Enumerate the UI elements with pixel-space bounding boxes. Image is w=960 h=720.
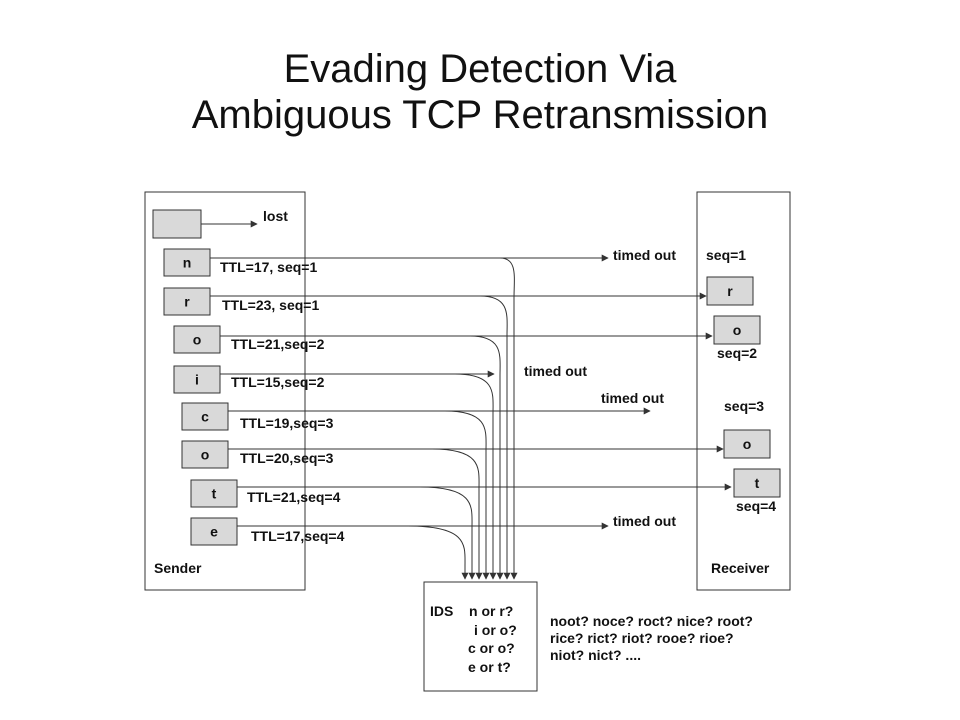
lost-label: lost bbox=[263, 208, 288, 224]
candidate-line: niot? nict? .... bbox=[550, 647, 641, 663]
ids-ambiguity-line: e or t? bbox=[468, 659, 511, 675]
ids-tap-line bbox=[469, 335, 504, 580]
ids-tap-line bbox=[499, 257, 518, 580]
receiver-seq-2: seq=2 bbox=[717, 345, 757, 361]
sender-label: Sender bbox=[154, 560, 202, 576]
packet-box bbox=[152, 209, 202, 239]
title-line-2: Ambiguous TCP Retransmission bbox=[191, 93, 769, 137]
received-packet-char: o bbox=[733, 322, 742, 338]
ids-tap-line bbox=[454, 373, 497, 580]
packet-char: i bbox=[195, 372, 199, 388]
packet-char: t bbox=[212, 486, 217, 502]
ids-tap-line bbox=[419, 486, 476, 580]
packet-ttl-label: TTL=20,seq=3 bbox=[240, 450, 334, 466]
receiver-seq-3: seq=3 bbox=[724, 398, 764, 414]
packet-char: o bbox=[201, 447, 210, 463]
packet-box bbox=[181, 402, 229, 431]
packet-char: r bbox=[184, 294, 190, 310]
received-packet-box bbox=[706, 276, 754, 306]
packet-box bbox=[163, 248, 211, 277]
receiver-seq-4: seq=4 bbox=[736, 498, 776, 514]
received-packet-box bbox=[733, 468, 781, 498]
packet-ttl-label: TTL=17,seq=4 bbox=[251, 528, 345, 544]
packet-1: n TTL=17, seq=1 timed out bbox=[163, 247, 676, 580]
candidate-line: noot? noce? roct? nice? root? bbox=[550, 613, 753, 629]
packet-box bbox=[190, 479, 238, 508]
receiver-seq-1: seq=1 bbox=[706, 247, 746, 263]
ids-label: IDS bbox=[430, 603, 453, 619]
packet-5: c TTL=19,seq=3 timed out bbox=[181, 390, 664, 580]
packet-box bbox=[190, 517, 238, 546]
packet-ttl-label: TTL=19,seq=3 bbox=[240, 415, 334, 431]
ids-ambiguity-line: c or o? bbox=[468, 640, 515, 656]
packet-box bbox=[181, 440, 229, 469]
receiver-label: Receiver bbox=[711, 560, 770, 576]
ids-tap-line bbox=[431, 448, 483, 580]
packet-ttl-label: TTL=23, seq=1 bbox=[222, 297, 319, 313]
ids-ambiguity-line: n or r? bbox=[469, 603, 513, 619]
ids-tap-line bbox=[444, 410, 490, 580]
packet-ttl-label: TTL=21,seq=2 bbox=[231, 336, 325, 352]
received-packet-box bbox=[723, 429, 771, 459]
packet-char: n bbox=[183, 255, 192, 271]
ids-ambiguity-line: i or o? bbox=[474, 622, 517, 638]
received-packet-char: r bbox=[727, 283, 733, 299]
packet-ttl-label: TTL=21,seq=4 bbox=[247, 489, 341, 505]
packet-char: o bbox=[193, 332, 202, 348]
received-packet-box bbox=[713, 315, 761, 345]
candidate-line: rice? rict? riot? rooe? rioe? bbox=[550, 630, 734, 646]
packet-4: i TTL=15,seq=2 timed out bbox=[173, 363, 587, 580]
timed-out-label: timed out bbox=[613, 247, 676, 263]
timed-out-label: timed out bbox=[613, 513, 676, 529]
ids-tap-line bbox=[407, 525, 469, 580]
candidate-reconstructions: noot? noce? roct? nice? root?rice? rict?… bbox=[550, 613, 753, 663]
packet-box bbox=[173, 365, 221, 394]
packet-char: c bbox=[201, 409, 209, 425]
title-line-1: Evading Detection Via bbox=[283, 47, 677, 91]
ids-box bbox=[423, 581, 538, 692]
packet-ttl-label: TTL=17, seq=1 bbox=[220, 259, 317, 275]
ids-ambiguity-list: n or r? i or o? c or o? e or t? bbox=[468, 603, 517, 675]
received-packet-char: o bbox=[743, 436, 752, 452]
receiver-box bbox=[696, 191, 791, 591]
ids-tap-line bbox=[479, 295, 511, 580]
timed-out-label: timed out bbox=[601, 390, 664, 406]
slide-title: Evading Detection Via Ambiguous TCP Retr… bbox=[0, 46, 960, 138]
packet-0: lost bbox=[152, 208, 288, 239]
received-packet-char: t bbox=[755, 475, 760, 491]
packet-ttl-label: TTL=15,seq=2 bbox=[231, 374, 325, 390]
packet-char: e bbox=[210, 524, 218, 540]
packet-8: e TTL=17,seq=4 timed out bbox=[190, 513, 676, 580]
packet-box bbox=[173, 325, 221, 354]
packet-box bbox=[163, 287, 211, 316]
timed-out-label: timed out bbox=[524, 363, 587, 379]
